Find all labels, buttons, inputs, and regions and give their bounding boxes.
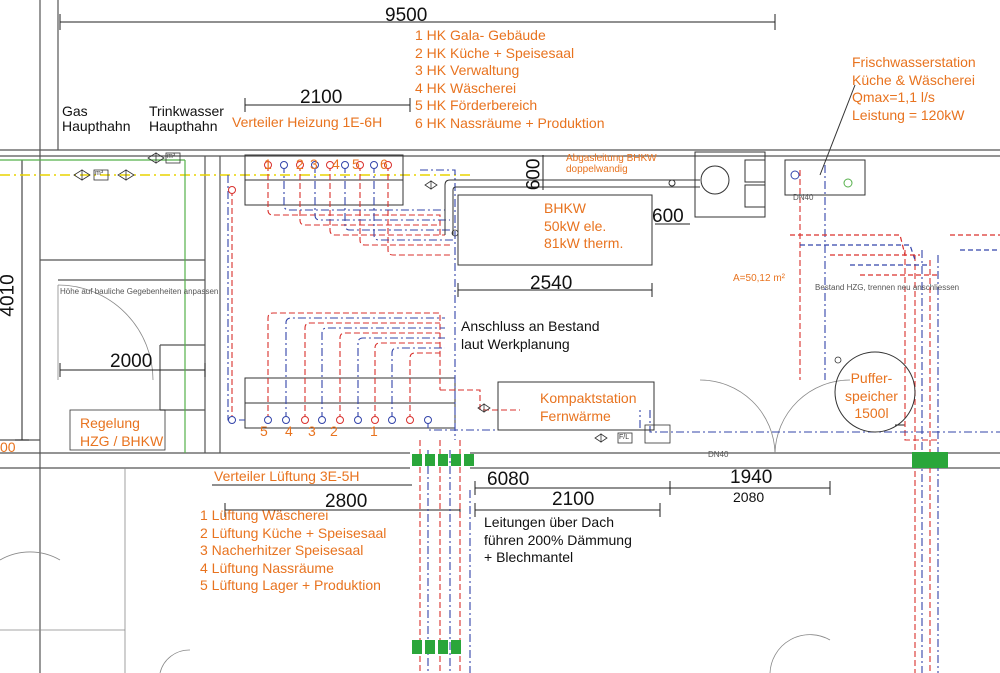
- height-note: Höhe auf bauliche Gegebenheiten anpassen: [60, 287, 219, 296]
- dim-station-width: 2100: [552, 489, 595, 510]
- heating-distributor: [244, 154, 456, 429]
- meter-tag-water: m³: [167, 153, 176, 160]
- top-number-3: 3: [310, 156, 318, 172]
- roof-penetration-markers: [412, 452, 948, 654]
- dn-upper-label: DN40: [793, 193, 814, 202]
- fresh-water-station: [784, 84, 866, 196]
- distributor-outlets: [228, 161, 432, 424]
- dim-right-section-below: 2080: [733, 489, 765, 505]
- exhaust-line: [444, 151, 766, 235]
- fresh-water-station-label: Frischwasserstation Küche & Wäscherei Qm…: [852, 54, 976, 123]
- bhkw-box: [457, 194, 653, 266]
- dim-left-height: 4010: [0, 274, 19, 317]
- dim-right-section: 1940: [730, 467, 773, 488]
- gas-water-mains: [0, 152, 470, 453]
- buffer-tank-label: Puffer- speicher 1500l: [845, 370, 898, 421]
- dim-total-width: 6080: [487, 469, 530, 490]
- ventilation-circuit-list: 1 Lüftung Wäscherei 2 Lüftung Küche + Sp…: [200, 507, 387, 593]
- heating-distributor-label: Verteiler Heizung 1E-6H: [232, 114, 383, 130]
- top-number-6: 6: [380, 156, 388, 172]
- buffer-tank-circle: [834, 351, 916, 433]
- bottom-number-2: 2: [330, 423, 338, 439]
- dn-lower-label: DN40: [708, 450, 729, 459]
- bottom-number-3: 3: [308, 423, 316, 439]
- meter-tag: m³: [95, 170, 104, 177]
- compact-station-box: [497, 381, 655, 431]
- dim-bhkw-side: 600: [652, 206, 684, 227]
- dim-heating-distributor: 2100: [300, 87, 343, 108]
- dim-left-wall: 2000: [110, 351, 153, 372]
- dim-bhkw-length: 2540: [530, 273, 573, 294]
- fl-tag: F/L: [619, 434, 630, 441]
- existing-note: Bestand HZG, trennen neu anschliessen: [815, 283, 960, 292]
- top-number-4: 4: [332, 156, 340, 172]
- valves: [424, 180, 842, 444]
- dim-left-edge: 00: [0, 439, 16, 455]
- bottom-number-5: 5: [260, 423, 268, 439]
- heating-circuit-list: 1 HK Gala- Gebäude 2 HK Küche + Speisesa…: [415, 27, 605, 131]
- top-number-1: 1: [264, 156, 272, 172]
- bhkw-label: BHKW 50kW ele. 81kW therm.: [544, 200, 624, 251]
- roof-lines-label: Leitungen über Dach führen 200% Dämmung …: [484, 514, 632, 565]
- bottom-number-4: 4: [285, 423, 293, 439]
- dimension-lines: [15, 14, 905, 517]
- dim-ventilation: 2800: [325, 491, 368, 512]
- bottom-number-1: 1: [370, 423, 378, 439]
- top-number-2: 2: [296, 156, 304, 172]
- control-box: [69, 409, 166, 451]
- top-number-5: 5: [352, 156, 360, 172]
- existing-pipe-bundle: [790, 234, 1000, 276]
- dim-top-width: 9500: [385, 5, 428, 26]
- area-label: A=50,12 m²: [733, 273, 785, 284]
- dim-bhkw-exhaust: 600: [523, 158, 545, 191]
- ventilation-distributor-label: Verteiler Lüftung 3E-5H: [214, 468, 360, 484]
